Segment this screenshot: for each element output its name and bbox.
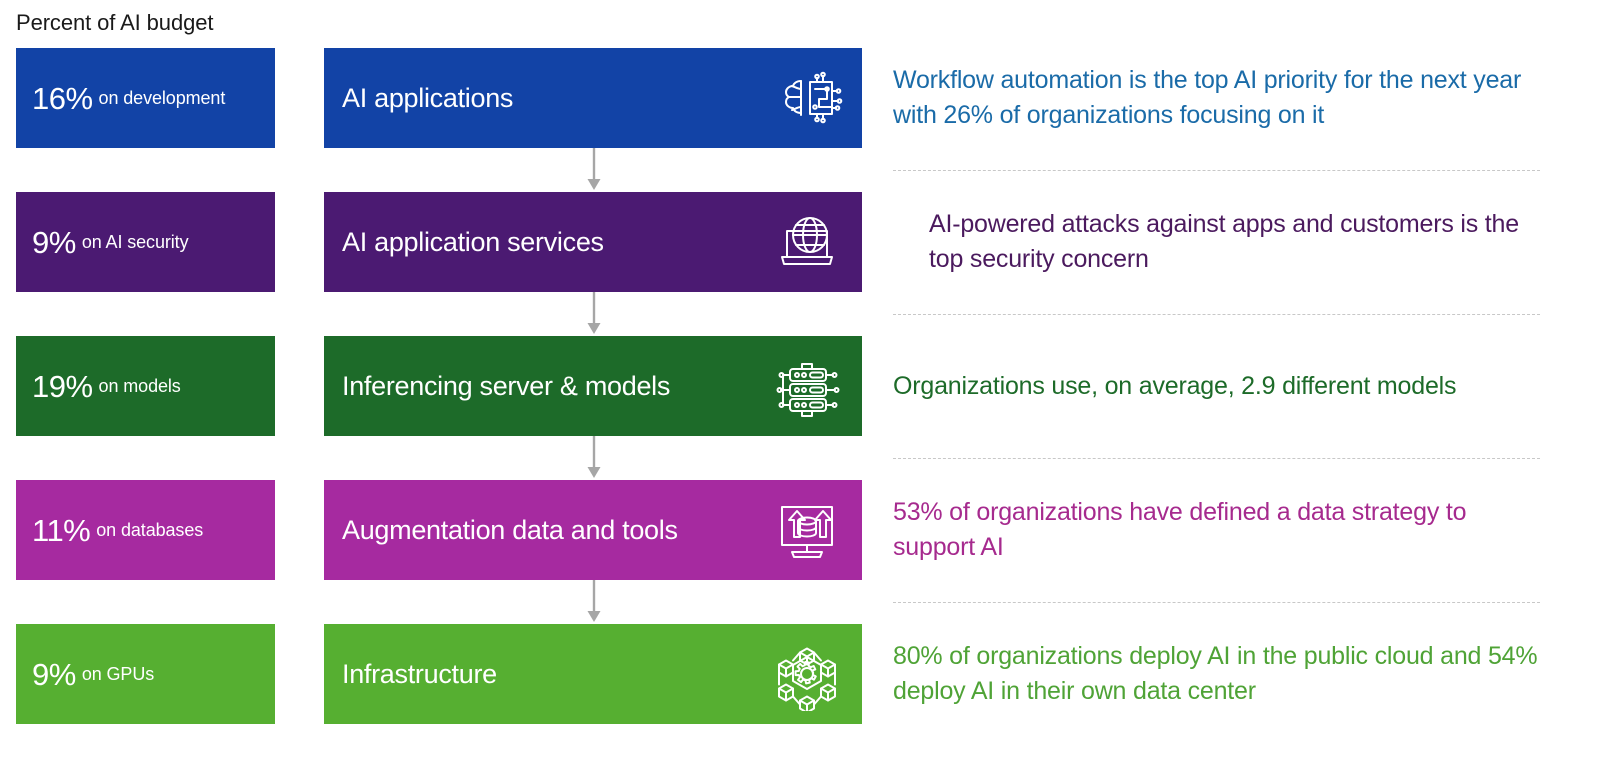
brain-chip-icon (770, 61, 844, 135)
budget-label: on models (98, 376, 181, 396)
budget-chip: 19%on models (16, 336, 275, 436)
budget-percent: 19% (32, 368, 93, 404)
stack-row: 9%on GPUs Infrastructure 80% of organizat… (0, 624, 1600, 769)
budget-chip: 16%on development (16, 48, 275, 148)
insight-block: 80% of organizations deploy AI in the pu… (893, 624, 1543, 724)
stack-layer-label: AI application services (342, 227, 604, 257)
stack-layer-label: Infrastructure (342, 659, 497, 689)
insight-divider (893, 602, 1540, 603)
stack-layer-label: AI applications (342, 83, 514, 113)
stack-row: 16%on development AI applications Workflo… (0, 48, 1600, 192)
budget-label: on AI security (81, 232, 189, 252)
page-title: Percent of AI budget (16, 10, 214, 35)
down-arrow-icon (586, 148, 602, 192)
budget-percent: 16% (32, 80, 93, 116)
insight-text: 53% of organizations have defined a data… (893, 498, 1467, 561)
stack-layer-label: Inferencing server & models (342, 371, 671, 401)
network-gear-icon (770, 637, 844, 711)
stack-layer-box: AI applications (324, 48, 862, 148)
insight-text: Organizations use, on average, 2.9 diffe… (893, 371, 1457, 400)
stack-row: 11%on databases Augmentation data and too… (0, 480, 1600, 624)
insight-block: Workflow automation is the top AI priori… (893, 48, 1543, 148)
budget-percent: 9% (32, 656, 76, 692)
stack-layer-box: Inferencing server & models (324, 336, 862, 436)
insight-divider (893, 458, 1540, 459)
budget-chip: 9%on GPUs (16, 624, 275, 724)
budget-percent: 11% (32, 512, 91, 548)
stack-layer-label: Augmentation data and tools (342, 515, 678, 545)
insight-block: AI-powered attacks against apps and cust… (929, 192, 1544, 292)
stack-layer-box: Augmentation data and tools (324, 480, 862, 580)
budget-label: on development (98, 88, 226, 108)
insight-text: 80% of organizations deploy AI in the pu… (893, 642, 1538, 705)
insight-text: AI-powered attacks against apps and cust… (929, 210, 1519, 273)
insight-block: Organizations use, on average, 2.9 diffe… (893, 336, 1543, 436)
stack-rows: 16%on development AI applications Workflo… (0, 48, 1600, 769)
stack-layer-box: Infrastructure (324, 624, 862, 724)
stack-layer-box: AI application services (324, 192, 862, 292)
laptop-globe-icon (770, 205, 844, 279)
budget-label: on GPUs (81, 664, 155, 684)
monitor-database-arrows-icon (770, 493, 844, 567)
budget-chip: 9%on AI security (16, 192, 275, 292)
insight-divider (893, 314, 1540, 315)
down-arrow-icon (586, 436, 602, 480)
budget-percent: 9% (32, 224, 76, 260)
budget-label: on databases (96, 520, 204, 540)
budget-chip: 11%on databases (16, 480, 275, 580)
insight-text: Workflow automation is the top AI priori… (893, 66, 1522, 129)
down-arrow-icon (586, 580, 602, 624)
server-rack-icon (770, 349, 844, 423)
insight-divider (893, 170, 1540, 171)
insight-block: 53% of organizations have defined a data… (893, 480, 1543, 580)
down-arrow-icon (586, 292, 602, 336)
